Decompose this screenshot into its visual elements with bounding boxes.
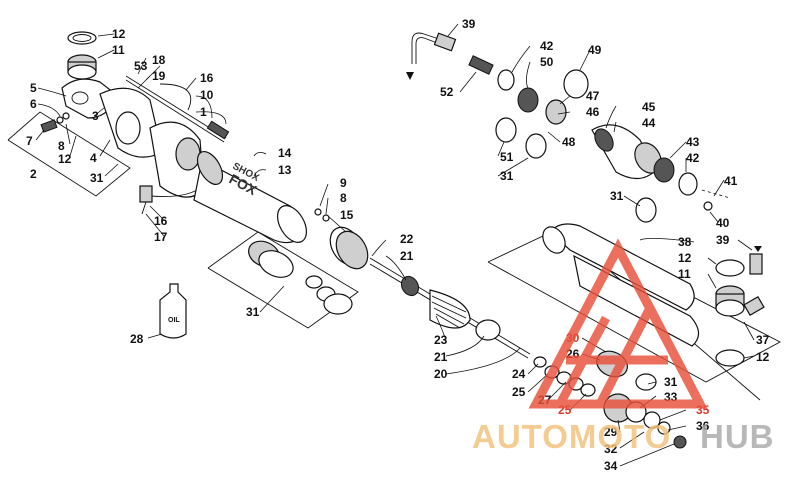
callout-31: 31 bbox=[664, 375, 678, 389]
watermark-logo bbox=[528, 238, 708, 409]
callout-12: 12 bbox=[58, 152, 72, 166]
callout-13: 13 bbox=[278, 163, 292, 177]
callout-41: 41 bbox=[724, 174, 738, 188]
callout-3: 3 bbox=[92, 109, 99, 123]
oil-bottle-label: OIL bbox=[168, 317, 180, 324]
oil-bottle: OIL bbox=[159, 283, 187, 339]
callout-9: 9 bbox=[340, 176, 347, 190]
callout-10: 10 bbox=[200, 88, 214, 102]
callout-14: 14 bbox=[278, 146, 292, 160]
callout-46: 46 bbox=[586, 105, 600, 119]
callout-51: 51 bbox=[500, 150, 514, 164]
watermark-word-automoto: AUTOMOTO bbox=[472, 418, 671, 455]
callout-31: 31 bbox=[500, 169, 514, 183]
callout-50: 50 bbox=[540, 55, 554, 69]
callout-21: 21 bbox=[400, 249, 414, 263]
callout-16: 16 bbox=[200, 71, 214, 85]
watermark: AUTOMOTO HUB bbox=[472, 238, 775, 455]
callout-28: 28 bbox=[130, 332, 144, 346]
callout-11: 11 bbox=[678, 267, 691, 281]
callout-15: 15 bbox=[340, 208, 354, 222]
callout-12: 12 bbox=[756, 350, 770, 364]
right-upper-assembly bbox=[406, 32, 731, 223]
callout-38: 38 bbox=[678, 235, 692, 249]
callout-42: 42 bbox=[540, 39, 554, 53]
watermark-word-hub: HUB bbox=[700, 418, 775, 455]
leader-lines bbox=[35, 23, 755, 467]
callout-43: 43 bbox=[686, 135, 700, 149]
callout-4: 4 bbox=[90, 151, 97, 165]
callout-12: 12 bbox=[112, 27, 126, 41]
callout-31: 31 bbox=[610, 189, 624, 203]
callout-1: 1 bbox=[200, 105, 207, 119]
callout-5: 5 bbox=[30, 81, 37, 95]
callout-53: 53 bbox=[134, 59, 148, 73]
left-assembly bbox=[7, 31, 230, 215]
callout-48: 48 bbox=[562, 135, 576, 149]
callout-18: 18 bbox=[152, 53, 166, 67]
callout-36: 36 bbox=[696, 419, 710, 433]
callout-47: 47 bbox=[586, 89, 600, 103]
callout-23: 23 bbox=[434, 333, 448, 347]
seal-kit-31 bbox=[207, 231, 359, 329]
callout-25: 25 bbox=[512, 385, 526, 399]
callout-39: 39 bbox=[716, 233, 730, 247]
callout-52: 52 bbox=[440, 85, 454, 99]
callout-7: 7 bbox=[26, 134, 33, 148]
callout-8: 8 bbox=[58, 139, 65, 153]
callout-42: 42 bbox=[686, 151, 700, 165]
callout-12: 12 bbox=[678, 251, 692, 265]
callout-16: 16 bbox=[154, 214, 168, 228]
shaft-assembly bbox=[369, 257, 531, 359]
callout-44: 44 bbox=[642, 116, 656, 130]
callout-2: 2 bbox=[30, 167, 37, 181]
callout-31: 31 bbox=[246, 305, 260, 319]
callout-39: 39 bbox=[462, 17, 476, 31]
callout-21: 21 bbox=[434, 350, 448, 364]
callout-numbers: 12 11 53 18 19 5 6 16 10 1 7 3 8 12 4 2 … bbox=[26, 17, 770, 473]
callout-19: 19 bbox=[152, 69, 166, 83]
callout-24: 24 bbox=[512, 367, 526, 381]
callout-29: 29 bbox=[604, 425, 618, 439]
callout-8: 8 bbox=[340, 191, 347, 205]
callout-45: 45 bbox=[642, 100, 656, 114]
callout-37: 37 bbox=[756, 333, 770, 347]
callout-49: 49 bbox=[588, 43, 602, 57]
callout-40: 40 bbox=[716, 216, 730, 230]
callout-32: 32 bbox=[604, 442, 618, 456]
callout-34: 34 bbox=[604, 459, 618, 473]
callout-20: 20 bbox=[434, 367, 448, 381]
callout-17: 17 bbox=[154, 230, 168, 244]
callout-22: 22 bbox=[400, 232, 414, 246]
callout-6: 6 bbox=[30, 97, 37, 111]
callout-11: 11 bbox=[112, 43, 125, 57]
callout-31: 31 bbox=[90, 171, 104, 185]
